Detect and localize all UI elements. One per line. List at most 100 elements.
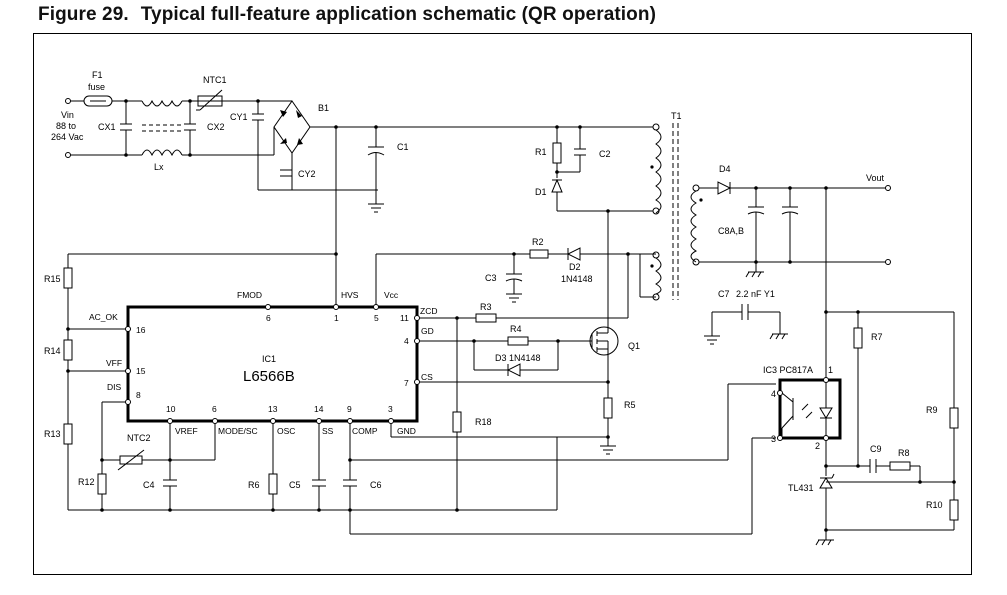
ic1-pin-dis: DIS 8 (107, 382, 141, 405)
svg-text:D1: D1 (535, 187, 547, 197)
svg-text:R2: R2 (532, 237, 544, 247)
svg-text:R13: R13 (44, 429, 61, 439)
svg-text:3: 3 (771, 434, 776, 444)
svg-text:264 Vac: 264 Vac (51, 132, 84, 142)
svg-text:Vout: Vout (866, 173, 885, 183)
capacitor-cy1: CY1 (230, 99, 264, 155)
ic1-pin-cs: CS 7 (404, 372, 433, 388)
svg-text:R14: R14 (44, 346, 61, 356)
svg-text:R18: R18 (475, 417, 492, 427)
svg-text:R1: R1 (535, 147, 547, 157)
thermistor-ntc1: NTC1 (196, 75, 227, 111)
diagram-frame (33, 33, 972, 575)
svg-text:C1: C1 (397, 142, 409, 152)
svg-text:R7: R7 (871, 332, 883, 342)
svg-text:8: 8 (136, 390, 141, 400)
capacitor-cy2: CY2 (257, 155, 378, 191)
svg-text:MODE/SC: MODE/SC (218, 426, 258, 436)
svg-text:C7: C7 (718, 289, 730, 299)
svg-text:Vin: Vin (61, 110, 74, 120)
svg-text:16: 16 (136, 325, 146, 335)
svg-text:AC_OK: AC_OK (89, 312, 118, 322)
svg-text:C8A,B: C8A,B (718, 226, 744, 236)
capacitor-c7: C7 2.2 nF Y1 (704, 289, 788, 345)
svg-text:C5: C5 (289, 480, 301, 490)
common-mode-choke-lx: Lx (141, 99, 258, 172)
ic1-pin-osc: 13 OSC (268, 404, 295, 436)
svg-text:R5: R5 (624, 400, 636, 410)
svg-text:OSC: OSC (277, 426, 295, 436)
svg-text:SS: SS (322, 426, 334, 436)
svg-text:B1: B1 (318, 103, 329, 113)
svg-text:C2: C2 (599, 149, 611, 159)
ic1-pin-fmod: FMOD 6 (237, 290, 271, 323)
svg-text:3: 3 (388, 404, 393, 414)
aux-supply-r2-d2-c3: R2 D2 1N4148 C3 (375, 237, 656, 305)
resistor-r18: R18 (452, 318, 492, 512)
svg-text:R3: R3 (480, 302, 492, 312)
capacitor-c6: C6 (343, 423, 382, 534)
svg-text:15: 15 (136, 366, 146, 376)
fuse-f1: F1 fuse (70, 70, 142, 107)
svg-text:1: 1 (334, 313, 339, 323)
svg-text:CY1: CY1 (230, 112, 248, 122)
svg-text:T1: T1 (671, 111, 682, 121)
svg-text:R10: R10 (926, 500, 943, 510)
ic1-pin-gd: GD 4 (404, 326, 434, 346)
svg-text:R9: R9 (926, 405, 938, 415)
svg-text:GND: GND (397, 426, 416, 436)
svg-text:GD: GD (421, 326, 434, 336)
svg-text:R6: R6 (248, 480, 260, 490)
ic1-pin-ss: 14 SS (314, 404, 334, 436)
svg-text:14: 14 (314, 404, 324, 414)
ic1-pin-vcc: Vcc 5 (373, 290, 399, 323)
ic1-pin-ac-ok: AC_OK 16 (89, 312, 146, 335)
ic1-pin-zcd: ZCD 11 (400, 306, 437, 323)
svg-text:4: 4 (404, 336, 409, 346)
svg-text:ZCD: ZCD (420, 306, 437, 316)
capacitor-c4: C4 (143, 423, 177, 512)
mosfet-q1: Q1 (589, 209, 640, 382)
capacitor-c1: C1 (367, 125, 409, 213)
snubber-r1-c2-d1: R1 C2 D1 (535, 125, 656, 212)
thermistor-ntc2: NTC2 (100, 423, 216, 471)
resistor-r3: R3 (419, 252, 656, 323)
svg-text:Q1: Q1 (628, 341, 640, 351)
figure-title: Figure 29.Typical full-feature applicati… (38, 4, 656, 26)
svg-text:6: 6 (266, 313, 271, 323)
capacitor-c8ab: C8A,B (718, 186, 799, 278)
svg-text:C9: C9 (870, 444, 882, 454)
svg-text:R12: R12 (78, 477, 95, 487)
resistor-r6: R6 (248, 423, 278, 512)
bridge-rectifier-b1: B1 (258, 100, 656, 190)
resistor-r5: R5 (390, 380, 636, 455)
svg-text:FMOD: FMOD (237, 290, 262, 300)
svg-text:R8: R8 (898, 448, 910, 458)
ic1-ref: IC1 (262, 354, 276, 364)
resistor-divider-left: R15 R14 R13 (44, 252, 338, 510)
ac-input: Vin 88 to 264 Vac (51, 98, 84, 158)
output-rectifier: D4 Vout (699, 164, 891, 265)
svg-text:1N4148: 1N4148 (561, 274, 593, 284)
svg-text:NTC2: NTC2 (127, 433, 151, 443)
svg-text:TL431: TL431 (788, 483, 814, 493)
feedback-network: R7 C9 R8 R9 R10 TL431 (788, 186, 959, 546)
svg-text:D4: D4 (719, 164, 731, 174)
svg-text:CX1: CX1 (98, 122, 116, 132)
svg-text:COMP: COMP (352, 426, 378, 436)
svg-text:CS: CS (421, 372, 433, 382)
svg-text:NTC1: NTC1 (203, 75, 227, 85)
svg-text:C6: C6 (370, 480, 382, 490)
svg-text:F1: F1 (92, 70, 103, 80)
svg-text:88 to: 88 to (56, 121, 76, 131)
svg-text:CX2: CX2 (207, 122, 225, 132)
svg-text:Vcc: Vcc (384, 290, 399, 300)
gate-drive-r4-d3: R4 D3 1N4148 (419, 324, 592, 377)
figure-number: Figure 29. (38, 4, 129, 25)
svg-text:HVS: HVS (341, 290, 359, 300)
ic1-pin-vff: VFF 15 (106, 358, 146, 376)
ic1-part: L6566B (243, 368, 295, 385)
transformer-t1: T1 (650, 111, 703, 301)
svg-text:D3 1N4148: D3 1N4148 (495, 353, 541, 363)
svg-text:IC3 PC817A: IC3 PC817A (763, 365, 813, 375)
